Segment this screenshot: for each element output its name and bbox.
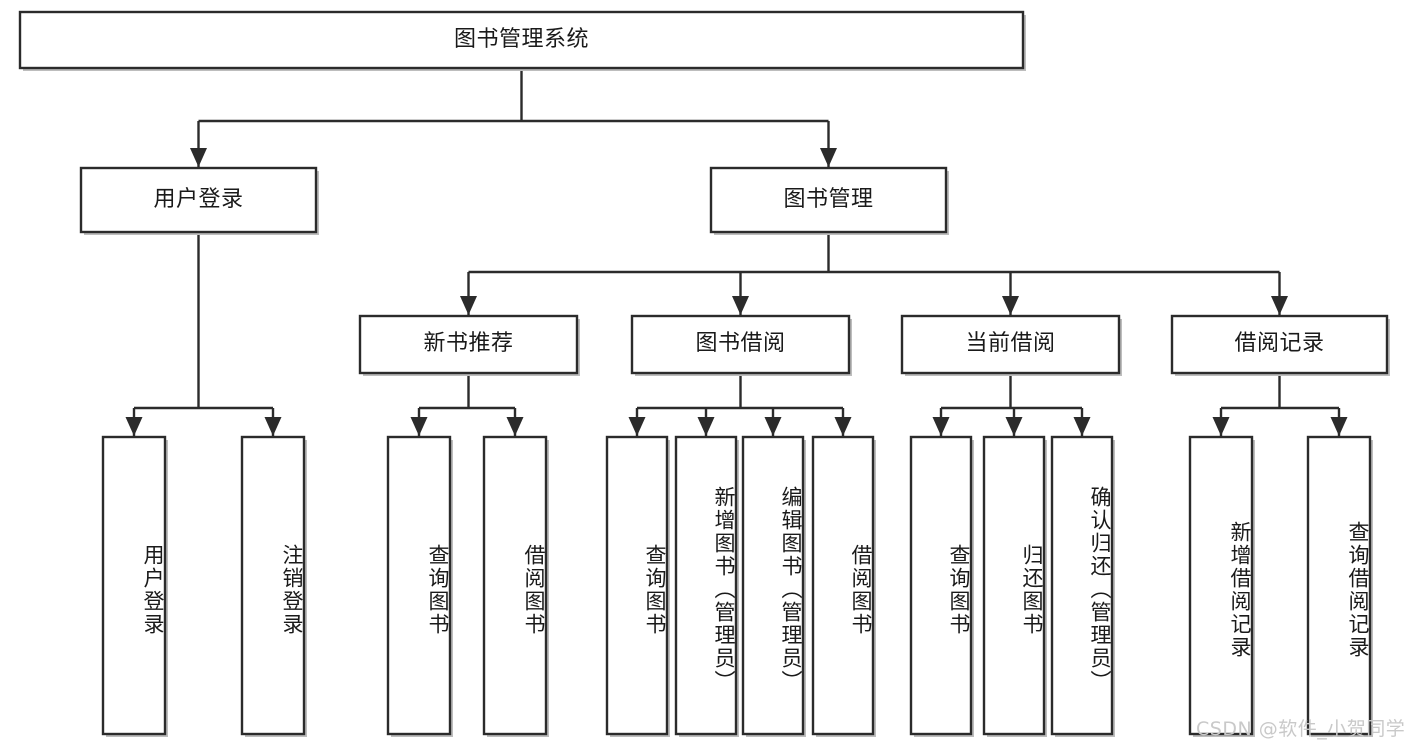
arrow-head-icon [506, 417, 524, 436]
arrow-head-icon [190, 148, 207, 167]
arrow-head-icon [628, 417, 646, 436]
node-level2-user-login[interactable] [79, 166, 318, 234]
arrow-head-icon [1271, 296, 1288, 315]
node-leaf-leaf-return-book[interactable] [982, 435, 1046, 736]
arrow-head-icon [1073, 417, 1091, 436]
node-leaf-leaf-confirm-return-admin[interactable] [1050, 435, 1114, 736]
node-level3-new-book-recommend[interactable] [358, 314, 579, 375]
node-leaf-leaf-borrow-book[interactable] [811, 435, 875, 736]
node-leaf-leaf-add-book-admin[interactable] [674, 435, 738, 736]
arrow-head-icon [732, 296, 749, 315]
node-level3-book-borrow[interactable] [630, 314, 851, 375]
arrow-head-icon [264, 417, 282, 436]
node-level3-borrow-record[interactable] [1170, 314, 1389, 375]
arrow-head-icon [834, 417, 852, 436]
node-leaf-leaf-query-book-recommend[interactable] [386, 435, 452, 736]
arrow-head-icon [697, 417, 715, 436]
node-boxes [18, 10, 1390, 737]
node-leaf-leaf-add-borrow-record[interactable] [1188, 435, 1254, 736]
arrow-head-icon [410, 417, 428, 436]
connector-edges [125, 68, 1348, 436]
arrow-head-icon [932, 417, 950, 436]
node-leaf-leaf-query-book-borrow[interactable] [605, 435, 669, 736]
arrow-head-icon [125, 417, 143, 436]
arrow-head-icon [1330, 417, 1348, 436]
arrow-head-icon [820, 148, 837, 167]
arrow-head-icon [764, 417, 782, 436]
node-leaf-leaf-user-login[interactable] [101, 435, 167, 736]
node-leaf-leaf-edit-book-admin[interactable] [741, 435, 805, 736]
arrow-head-icon [1212, 417, 1230, 436]
arrow-head-icon [1005, 417, 1023, 436]
node-leaf-leaf-query-book-current[interactable] [909, 435, 973, 736]
node-level3-current-borrow[interactable] [900, 314, 1121, 375]
arrow-head-icon [1002, 296, 1019, 315]
node-leaf-leaf-query-borrow-record[interactable] [1306, 435, 1372, 736]
arrow-head-icon [460, 296, 477, 315]
node-leaf-leaf-logout[interactable] [240, 435, 306, 736]
node-level2-book-manage[interactable] [709, 166, 948, 234]
node-root[interactable] [18, 10, 1025, 70]
node-leaf-leaf-borrow-book-recommend[interactable] [482, 435, 548, 736]
